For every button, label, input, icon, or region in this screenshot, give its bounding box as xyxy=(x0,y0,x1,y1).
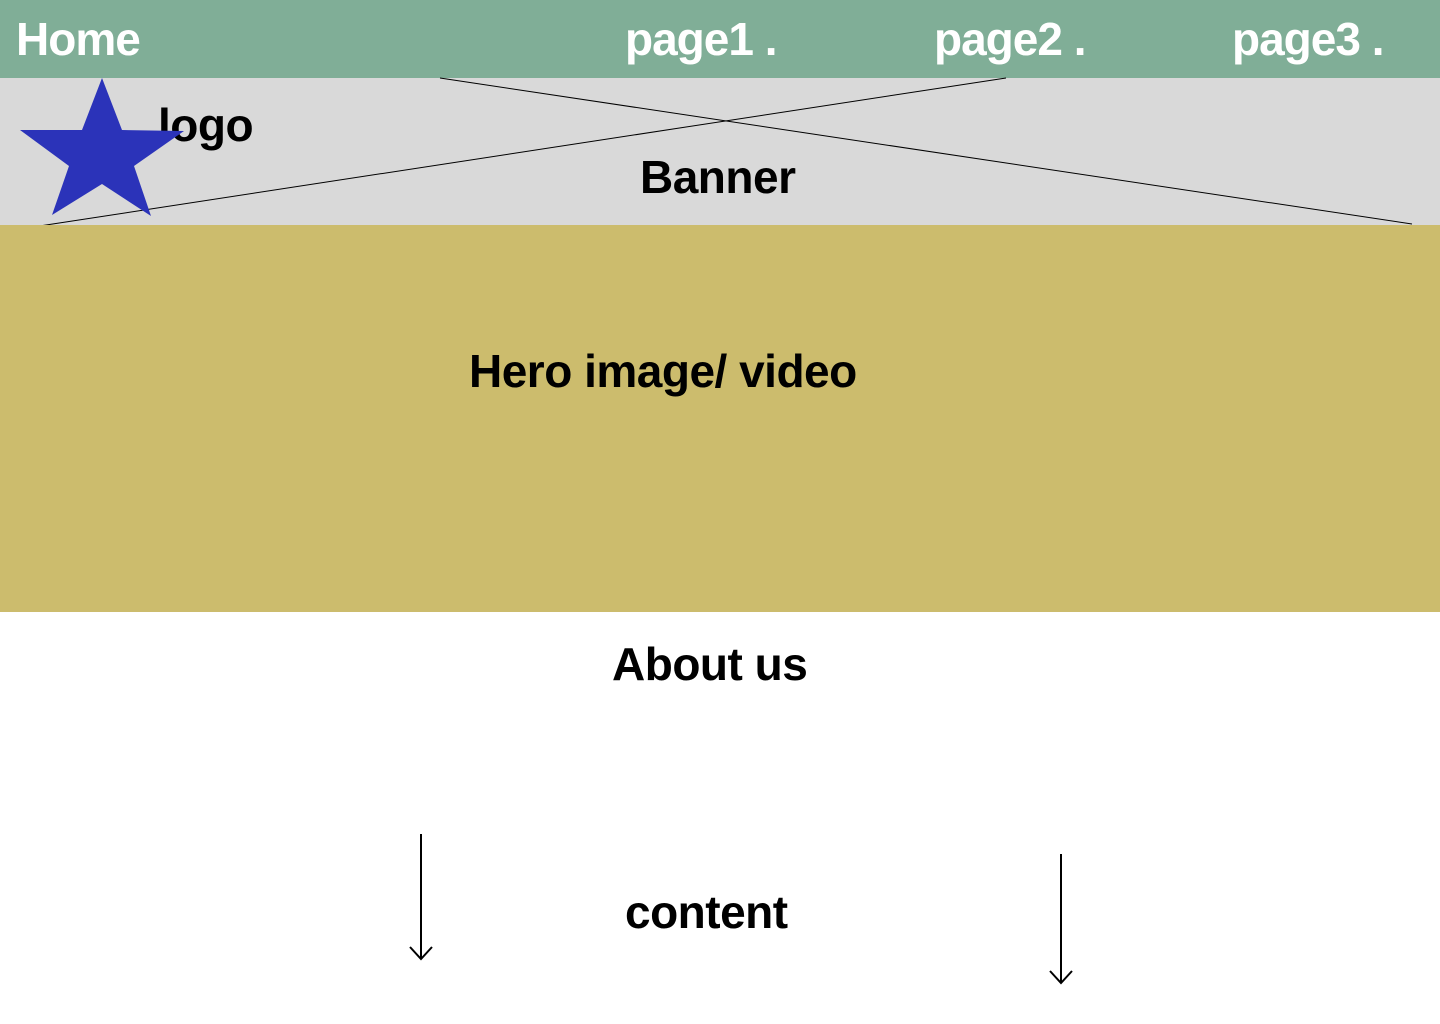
logo-star-icon[interactable] xyxy=(20,78,184,218)
logo-label: logo xyxy=(158,99,254,151)
nav-page3-link[interactable]: page3 . xyxy=(1232,13,1385,65)
down-arrow-icon xyxy=(1049,854,1073,985)
banner-placeholder: Banner logo xyxy=(0,77,1440,228)
banner-placeholder-cross xyxy=(32,77,1413,228)
hero-media-placeholder: Hero image/ video xyxy=(0,225,1440,612)
down-arrow-icon xyxy=(409,834,433,961)
top-nav: Home page1 . page2 . page3 . xyxy=(0,0,1440,78)
about-us-heading: About us xyxy=(612,638,808,690)
nav-page1-link[interactable]: page1 . xyxy=(625,13,778,65)
nav-page2-link[interactable]: page2 . xyxy=(934,13,1087,65)
hero-label: Hero image/ video xyxy=(469,345,857,397)
banner-label: Banner xyxy=(640,151,796,203)
nav-home-link[interactable]: Home xyxy=(16,13,141,65)
content-label: content xyxy=(625,886,788,938)
